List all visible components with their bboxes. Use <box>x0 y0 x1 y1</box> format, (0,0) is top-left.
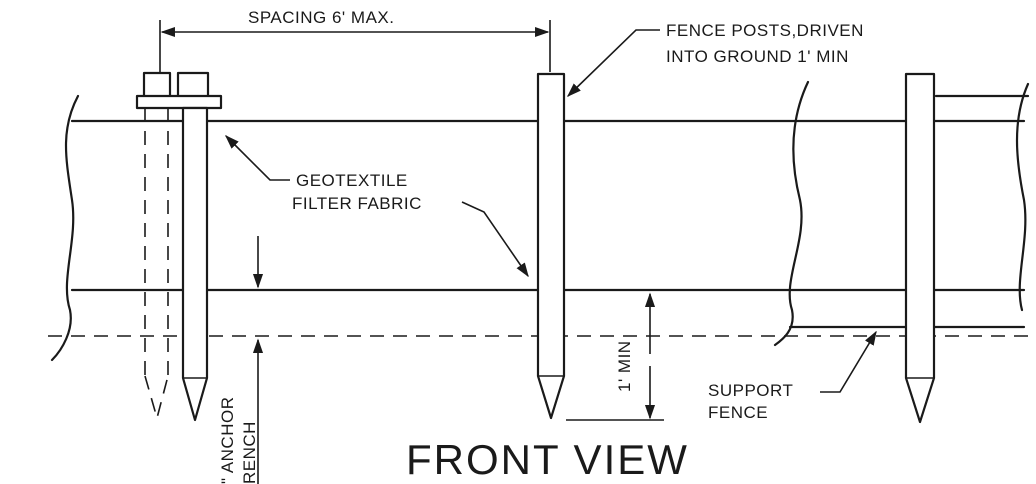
trench-depth-dimension <box>210 236 266 484</box>
support-fence-label-line2: FENCE <box>708 403 768 422</box>
anchor-label-line1: " ANCHOR <box>218 397 237 484</box>
fence-posts-label-line2: INTO GROUND 1' MIN <box>666 47 849 66</box>
right-post <box>904 72 936 424</box>
geotextile-leader-lower <box>461 201 529 278</box>
one-foot-min-dimension <box>566 292 664 421</box>
support-fence-leader <box>820 330 877 393</box>
spacing-label: SPACING 6' MAX. <box>248 8 394 27</box>
geotextile-label-line1: GEOTEXTILE <box>296 171 408 190</box>
middle-post <box>536 72 566 420</box>
drawing-title: FRONT VIEW <box>406 436 689 483</box>
geotextile-leader-upper <box>224 134 290 181</box>
one-foot-min-label: 1' MIN <box>615 340 634 392</box>
spacing-dimension <box>159 20 551 72</box>
geotextile-label-line2: FILTER FABRIC <box>292 194 422 213</box>
left-post-pair <box>135 71 223 422</box>
support-fence-label-line1: SUPPORT <box>708 381 793 400</box>
anchor-label-line2: RENCH <box>240 421 259 484</box>
fence-posts-leader <box>566 29 660 98</box>
fence-posts-label-line1: FENCE POSTS,DRIVEN <box>666 21 864 40</box>
